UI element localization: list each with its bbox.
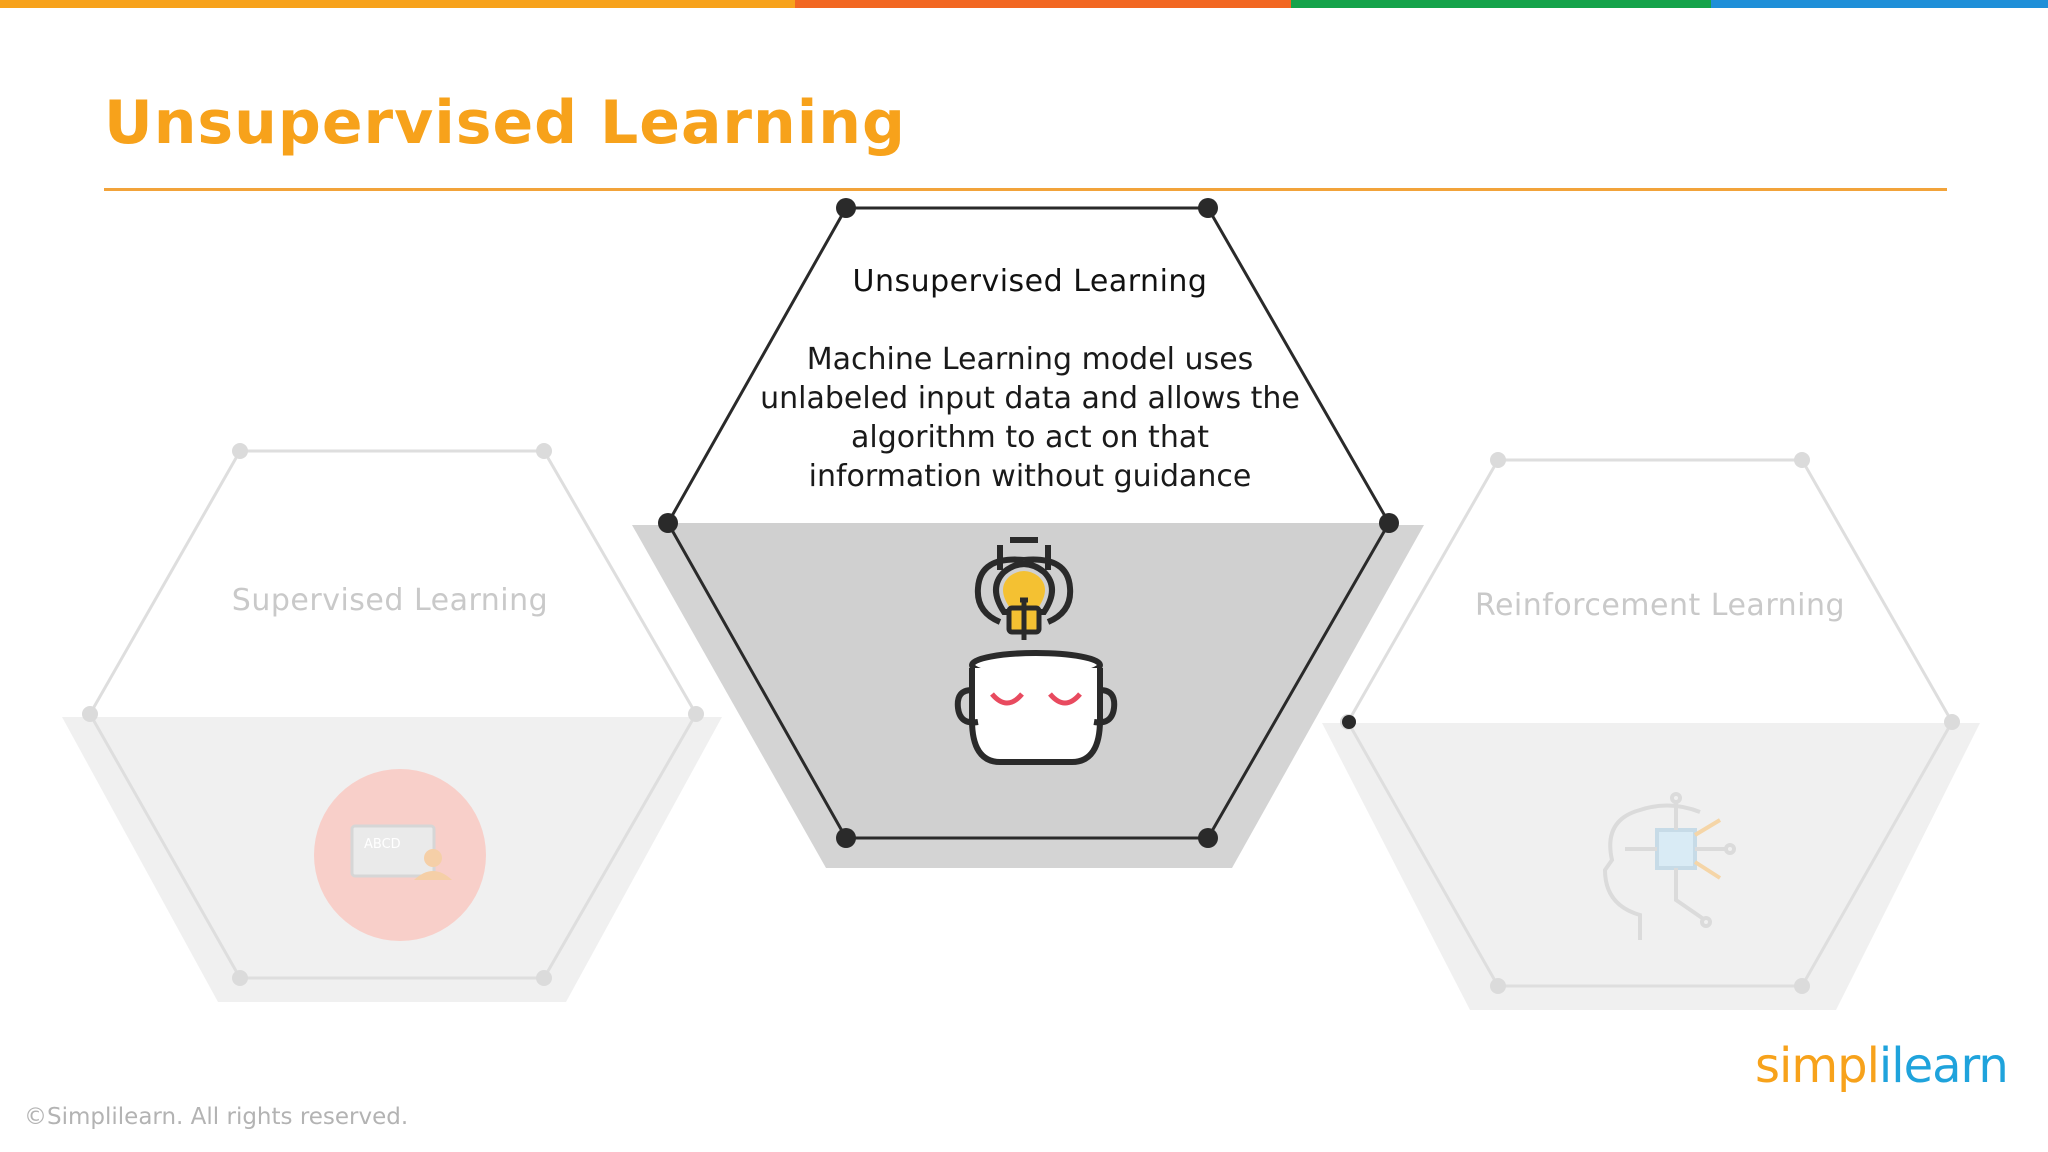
supervised-learning-label: Supervised Learning: [231, 583, 549, 618]
simplilearn-logo: simplilearn: [1755, 1038, 2009, 1094]
hexagon-supervised[interactable]: ABCD: [62, 443, 722, 1002]
hexagon-left-vertices: [82, 443, 704, 986]
top-bar-blue: [1711, 0, 2048, 8]
top-bar-red: [795, 0, 1291, 8]
board-text: ABCD: [364, 837, 401, 852]
head-lightbulb-icon: [954, 537, 1118, 765]
copyright-text: ©Simplilearn. All rights reserved.: [24, 1104, 409, 1130]
top-color-bar: [0, 0, 2048, 8]
brain-circuit-icon: [1602, 792, 1736, 940]
hexagon-reinforcement[interactable]: [1322, 452, 1980, 1010]
slide-title: Unsupervised Learning: [104, 88, 906, 158]
reinforcement-learning-label: Reinforcement Learning: [1474, 588, 1846, 623]
hexagon-unsupervised[interactable]: [632, 198, 1424, 868]
top-bar-green: [1291, 0, 1711, 8]
center-hexagon-title: Unsupervised Learning: [852, 264, 1208, 299]
logo-part-1: simpl: [1755, 1038, 1880, 1094]
title-rule: [104, 188, 1947, 191]
center-hexagon-description: Machine Learning model uses unlabeled in…: [760, 342, 1300, 494]
connector-dot: [1342, 715, 1356, 729]
logo-part-2: ilearn: [1878, 1038, 2009, 1094]
top-bar-orange: [0, 0, 795, 8]
hexagon-right-shadow: [1322, 723, 1980, 1010]
teacher-board-icon: ABCD: [314, 769, 486, 941]
hexagon-center-vertices: [658, 198, 1399, 848]
